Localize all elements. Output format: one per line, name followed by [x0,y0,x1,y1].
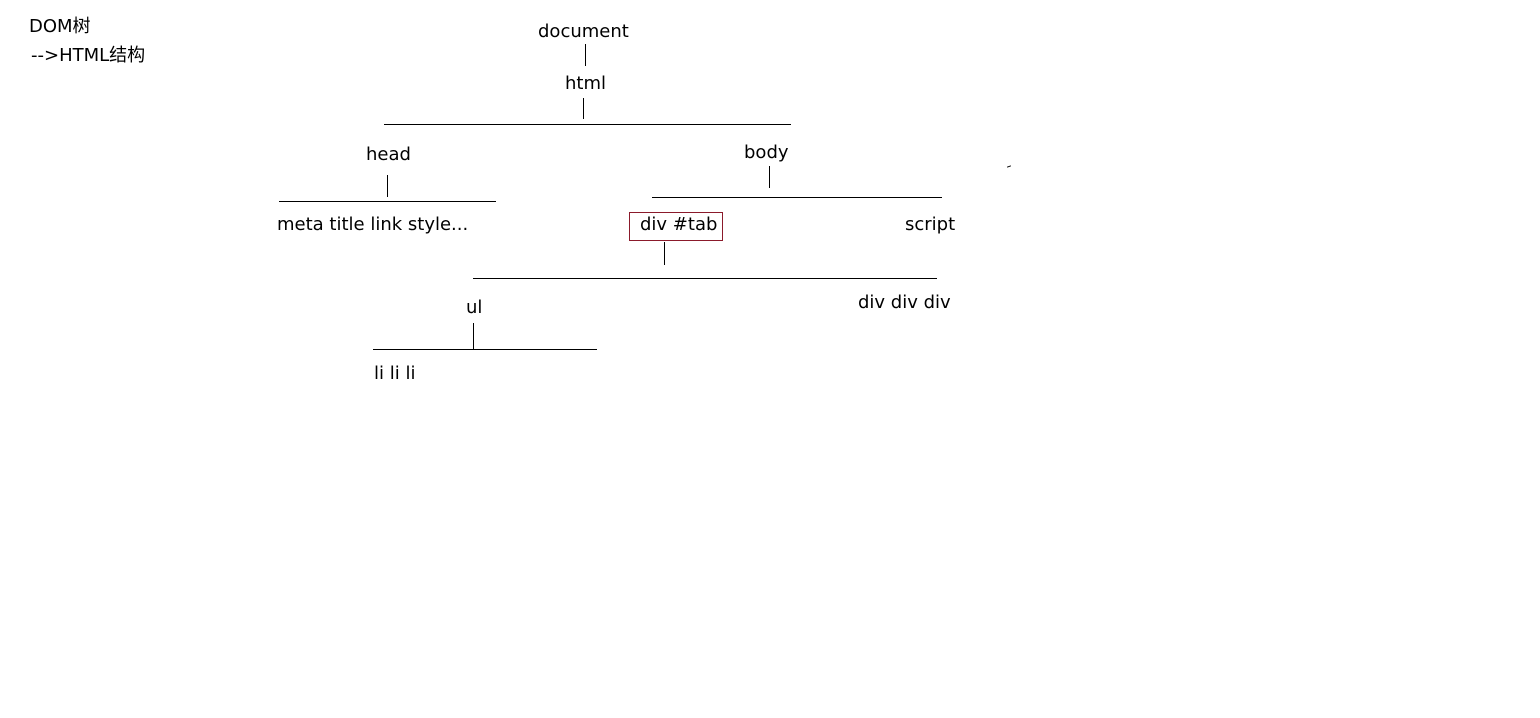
node-ul: ul [466,297,483,318]
branch-html-children [384,124,791,125]
node-script: script [905,214,956,235]
diagram-subtitle: -->HTML结构 [31,45,146,66]
edge-head-children [387,175,388,197]
edge-body-children [769,166,770,188]
edge-html-children [583,98,584,119]
stray-mark [1006,165,1012,168]
branch-ul-children [373,349,597,350]
highlight-box [629,212,723,241]
node-div-tab: div #tab [640,214,718,235]
edge-document-html [585,44,586,66]
node-head-children: meta title link style... [277,214,469,235]
edge-div-tab-children [664,242,665,265]
branch-head-children [279,201,496,202]
node-html: html [565,73,607,94]
edge-ul-children [473,323,474,349]
node-head: head [366,144,411,165]
diagram-title: DOM树 [29,16,91,37]
node-divs: div div div [858,292,951,313]
node-body: body [744,142,789,163]
branch-body-children [652,197,942,198]
node-document: document [538,21,629,42]
node-lis: li li li [374,363,416,384]
branch-div-tab-children [473,278,937,279]
